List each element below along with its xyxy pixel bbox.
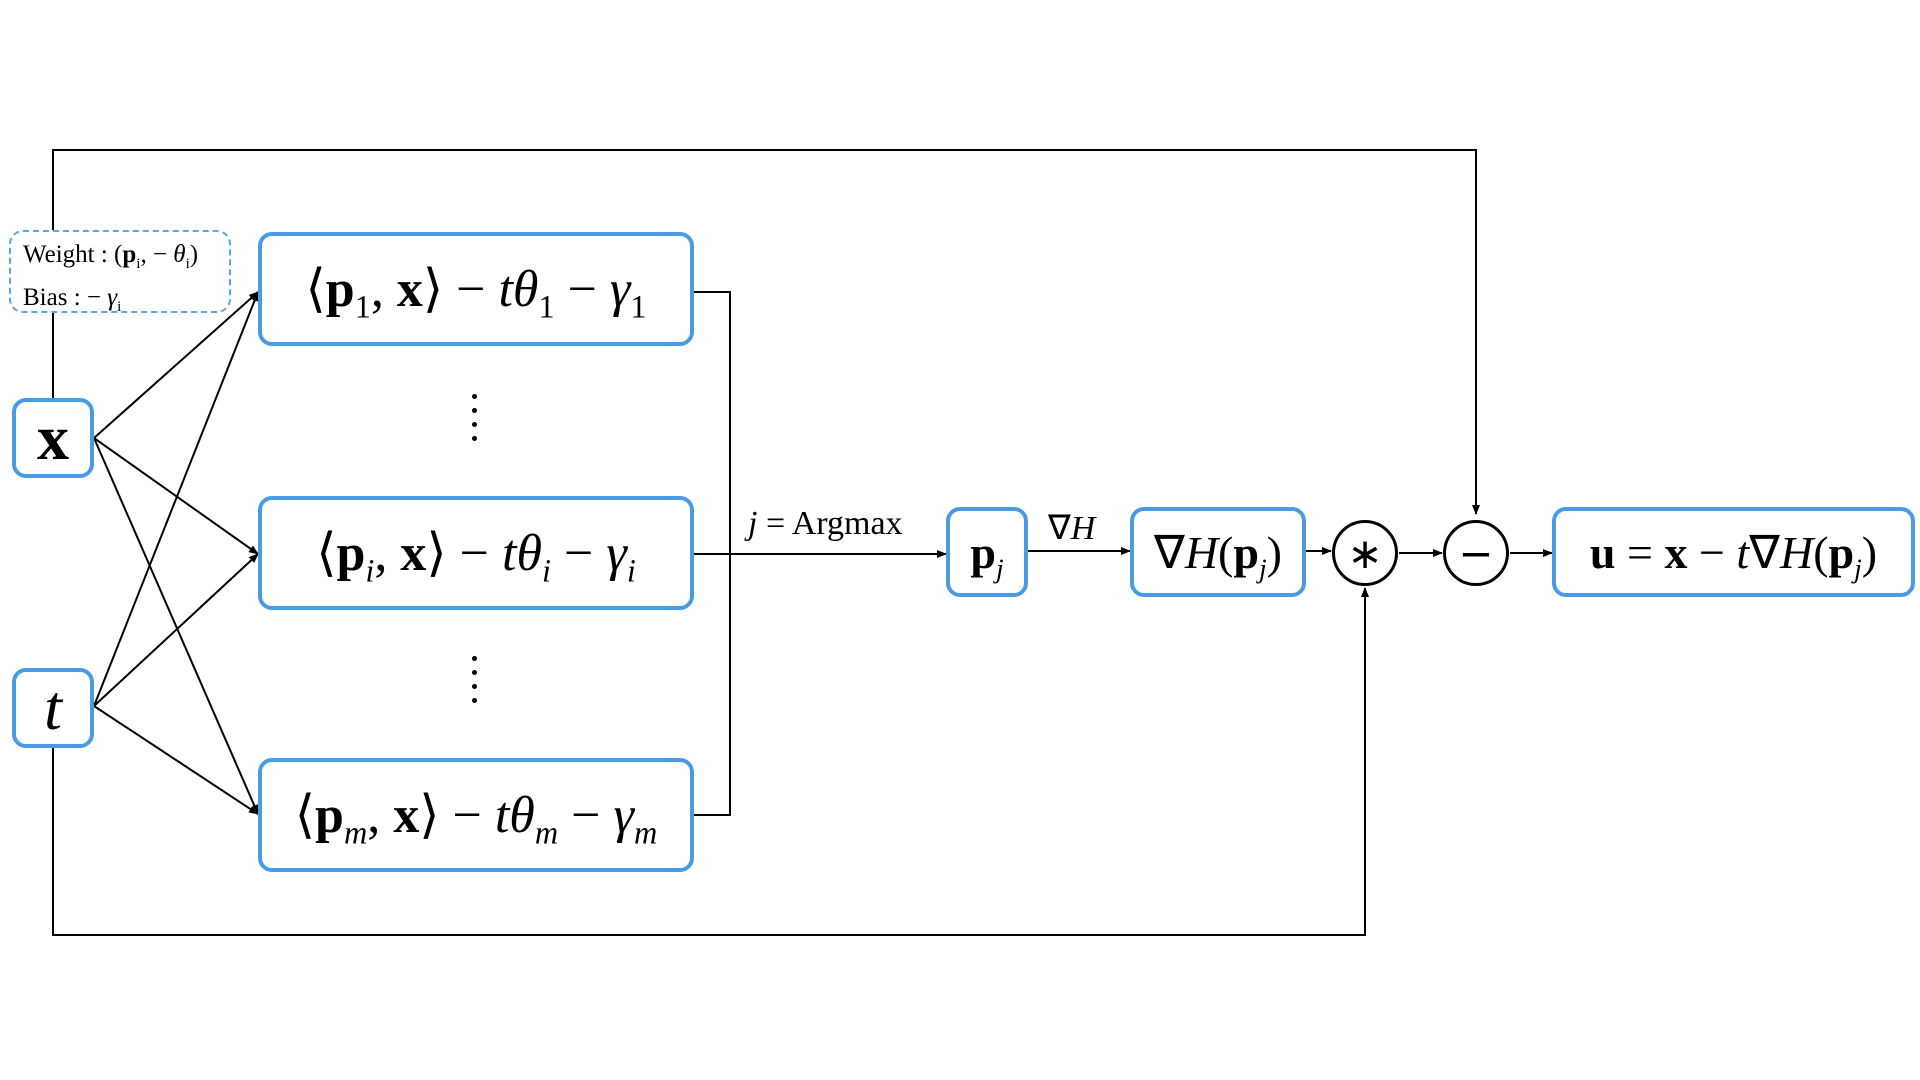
row-1-formula: ⟨p1, x⟩ − tθ1 − γ1 bbox=[305, 261, 647, 325]
output-box: u = x − t∇H(pj) bbox=[1552, 507, 1915, 597]
argmax-label: j = Argmax bbox=[748, 505, 903, 542]
minus-operator: − bbox=[1443, 520, 1509, 586]
row-m-box: ⟨pm, x⟩ − tθm − γm bbox=[258, 758, 694, 872]
input-t-label: t bbox=[44, 672, 62, 743]
row-i-formula: ⟨pi, x⟩ − tθi − γi bbox=[316, 525, 636, 589]
asterisk-icon: ∗ bbox=[1347, 528, 1383, 578]
pj-label: pj bbox=[970, 526, 1004, 584]
x-to-row1-arrow bbox=[93, 291, 259, 439]
input-x-box: x bbox=[12, 398, 94, 478]
bias-line: Bias : − γi bbox=[23, 284, 122, 315]
x-to-rowm-arrow bbox=[93, 437, 259, 815]
row-i-box: ⟨pi, x⟩ − tθi − γi bbox=[258, 496, 694, 610]
output-formula: u = x − t∇H(pj) bbox=[1589, 527, 1878, 584]
t-to-rowi-arrow bbox=[93, 553, 259, 707]
weight-line: Weight : (pi, − θi) bbox=[23, 241, 199, 272]
row-m-formula: ⟨pm, x⟩ − tθm − γm bbox=[294, 787, 658, 851]
grad-h-pj-box: ∇H(pj) bbox=[1130, 507, 1306, 597]
t-to-rowm-arrow bbox=[93, 705, 259, 815]
t-to-row1-arrow bbox=[93, 291, 259, 707]
vertical-ellipsis-lower bbox=[472, 656, 480, 712]
input-t-box: t bbox=[12, 668, 94, 748]
grad-h-label: ∇H bbox=[1048, 510, 1096, 547]
multiply-operator: ∗ bbox=[1332, 520, 1398, 586]
pj-box: pj bbox=[946, 507, 1028, 597]
minus-icon: − bbox=[1458, 528, 1494, 578]
vertical-ellipsis-upper bbox=[472, 394, 480, 450]
input-x-label: x bbox=[37, 402, 69, 473]
x-to-rowi-arrow bbox=[93, 437, 259, 555]
t-feedback-line bbox=[52, 587, 1369, 936]
weight-bias-note: Weight : (pi, − θi) Bias : − γi bbox=[9, 230, 231, 315]
grad-h-pj-label: ∇H(pj) bbox=[1154, 527, 1282, 584]
row-1-box: ⟨p1, x⟩ − tθ1 − γ1 bbox=[258, 232, 694, 346]
